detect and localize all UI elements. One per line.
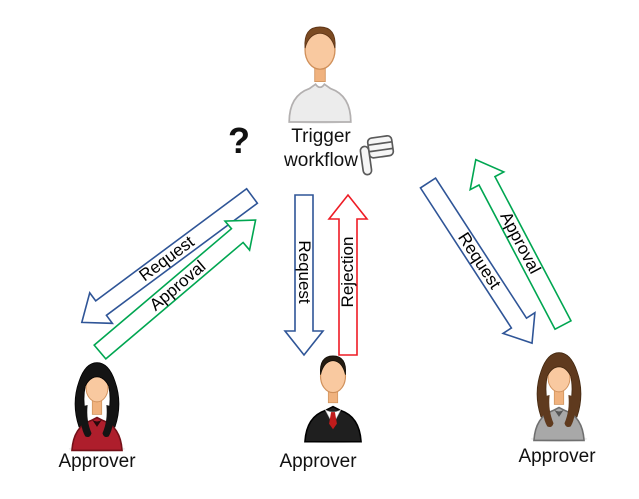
trigger-label: Trigger workflow [284,126,358,171]
left-request-arrow [80,187,259,325]
center-request-arrow [283,194,325,357]
center-request-arrow-label: Request [295,240,314,304]
approver-center-label: Approver [279,451,357,472]
trigger-person-icon [288,26,352,124]
question-mark-icon: ? [228,120,250,161]
right-approval-arrow [469,158,573,331]
thumbs-down-icon [359,134,395,176]
approver-left-label: Approver [58,451,136,472]
approver-right-icon [530,352,588,442]
right-request-arrow [419,176,536,345]
approver-center-icon [304,355,362,444]
approver-right-label: Approver [518,446,596,467]
center-rejection-arrow [327,193,369,356]
left-approval-arrow [93,219,257,360]
approver-left-icon [68,362,126,452]
center-rejection-arrow-label: Rejection [338,236,357,308]
